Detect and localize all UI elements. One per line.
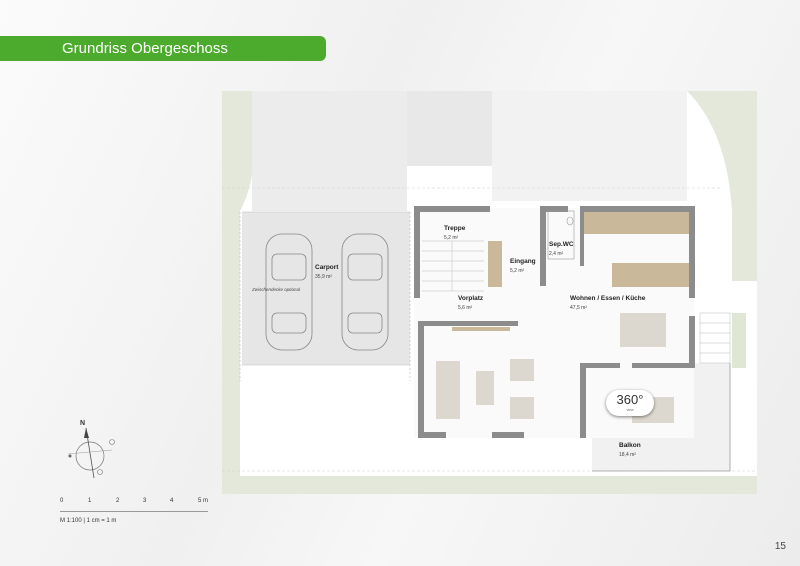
lawn-side-strip: [732, 313, 746, 368]
360-badge-sub: view: [626, 408, 634, 412]
room-treppe-area: 5,2 m²: [444, 235, 459, 241]
compass-north-label: N: [80, 420, 86, 427]
360-view-button[interactable]: 360° view: [606, 390, 654, 416]
room-wohnen-area: 47,5 m²: [570, 305, 587, 311]
scale-tick: 5 m: [198, 498, 209, 504]
room-wohnen-name: Wohnen / Essen / Küche: [570, 295, 646, 302]
room-sepwc-name: Sep.WC: [549, 241, 574, 248]
car-right: [341, 233, 389, 351]
outdoor-stair: [699, 312, 731, 364]
scale-tick: 2: [116, 498, 120, 504]
room-balkon-area: 18,4 m²: [619, 452, 636, 458]
scale-line: [60, 511, 208, 512]
scale-tick: 4: [170, 498, 174, 504]
room-eingang-name: Eingang: [510, 258, 536, 265]
room-carport-name: Carport: [315, 264, 339, 271]
floor-plan-drawing: [222, 91, 757, 494]
furniture: [436, 313, 674, 423]
compass-icon: [67, 427, 115, 479]
room-eingang-area: 5,2 m²: [510, 268, 525, 274]
scale-tick: 0: [60, 498, 64, 504]
page-number: 15: [774, 541, 786, 552]
room-balkon-name: Balkon: [619, 442, 641, 449]
floor-plan: Treppe 5,2 m² Eingang 5,2 m² Sep.WC 2,4 …: [222, 91, 757, 494]
lawn-right: [687, 91, 757, 281]
room-vorplatz-name: Vorplatz: [458, 295, 484, 302]
kitchen-counters: [452, 212, 689, 331]
paving-top-middle: [407, 91, 492, 166]
carport-note: Zwischendecke optional: [252, 287, 301, 292]
scale-note: M 1:100 | 1 cm = 1 m: [60, 518, 117, 524]
scale-bar: 0 1 2 3 4 5 m M 1:100 | 1 cm = 1 m: [58, 498, 218, 538]
paving-top-left: [252, 91, 407, 211]
scale-tick: 3: [143, 498, 147, 504]
lawn-left: [222, 91, 256, 494]
wc-fixtures: [547, 210, 575, 260]
terrace-top: [492, 91, 687, 201]
car-left: [265, 233, 313, 351]
room-sepwc-area: 2,4 m²: [549, 251, 564, 257]
360-badge-main: 360°: [616, 392, 644, 407]
room-carport-area: 35,9 m²: [315, 274, 332, 280]
compass: N: [58, 420, 128, 480]
page-title: Grundriss Obergeschoss: [0, 36, 326, 61]
walls: [414, 206, 695, 438]
lawn-bottom: [222, 476, 757, 494]
room-vorplatz-area: 5,6 m²: [458, 305, 473, 311]
scale-tick: 1: [88, 498, 92, 504]
stairs: [422, 240, 484, 292]
room-treppe-name: Treppe: [444, 225, 466, 232]
